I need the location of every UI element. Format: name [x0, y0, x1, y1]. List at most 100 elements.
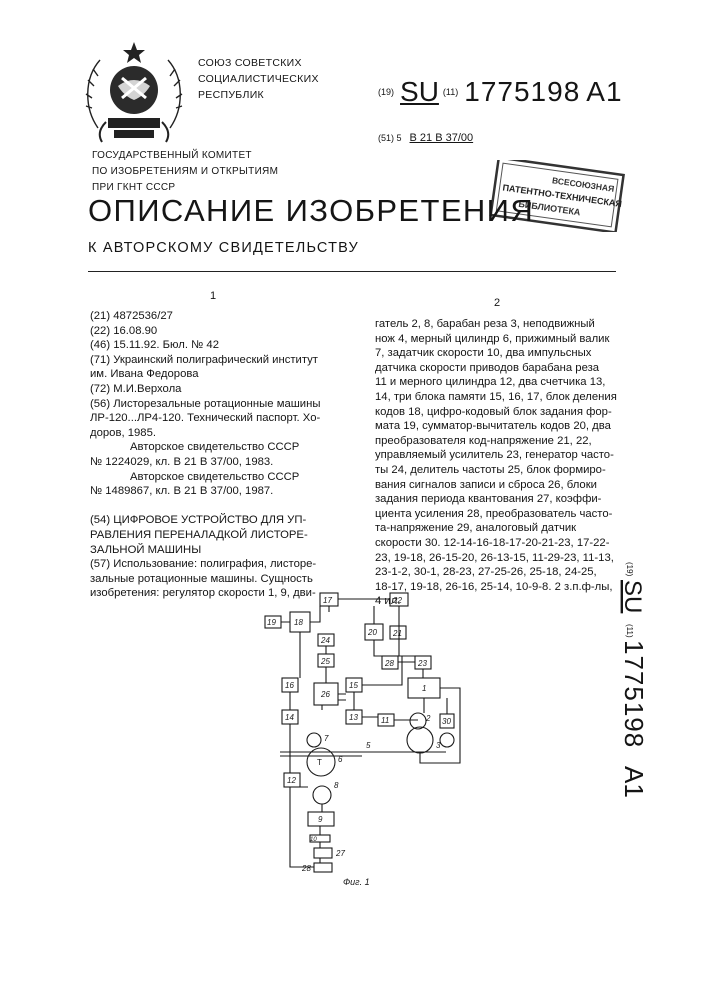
text-line: (71) Украинский полиграфический институт	[90, 353, 320, 368]
country-name: СОЮЗ СОВЕТСКИХ СОЦИАЛИСТИЧЕСКИХ РЕСПУБЛИ…	[198, 55, 319, 103]
diagram-label: 11	[381, 716, 389, 725]
text-line: кодов 18, цифро-кодовый блок задания фор…	[375, 405, 617, 420]
diagram-label: 26	[320, 690, 330, 699]
diagram-label: 1	[422, 684, 426, 693]
divider	[88, 271, 616, 272]
state-emblem-icon	[78, 38, 190, 150]
country-code-tag: (19)	[378, 87, 394, 97]
text-line: (54) ЦИФРОВОЕ УСТРОЙСТВО ДЛЯ УП-	[90, 513, 320, 528]
diagram-label: 20	[367, 628, 377, 637]
diagram-label: 28	[301, 864, 311, 873]
diagram-label: 5	[366, 741, 371, 750]
ipc-class: B 21 B 37/00	[410, 132, 474, 144]
document-title: ОПИСАНИЕ ИЗОБРЕТЕНИЯ	[88, 193, 534, 229]
diagram-label: 24	[320, 636, 330, 645]
diagram-label: 13	[349, 713, 358, 722]
text-line: Авторское свидетельство СССР	[90, 440, 320, 455]
committee-name: ГОСУДАРСТВЕННЫЙ КОМИТЕТ ПО ИЗОБРЕТЕНИЯМ …	[92, 148, 278, 196]
side-country: SU	[619, 580, 646, 613]
diagram-label: 30	[442, 717, 451, 726]
text-line: (46) 15.11.92. Бюл. № 42	[90, 338, 320, 353]
block-diagram: 17 22 19 18 20 21 24 28 23 25 1 16 26 15…	[262, 590, 472, 880]
text-line: вания сигналов записи и сброса 26, блоки	[375, 478, 617, 493]
diagram-label: 3	[436, 741, 441, 750]
text-line: ты 24, делитель частоты 25, блок формиро…	[375, 463, 617, 478]
text-line: доров, 1985.	[90, 426, 320, 441]
diagram-label: 22	[392, 596, 402, 605]
country-code: SU	[400, 76, 439, 107]
text-line: датчика скорости приводов барабана реза	[375, 361, 617, 376]
text-line: управляемый усилитель 23, генератор част…	[375, 448, 617, 463]
text-line: зальные ротационные машины. Сущность	[90, 572, 320, 587]
country-name-line: СОЮЗ СОВЕТСКИХ	[198, 55, 319, 71]
block-27	[314, 848, 332, 858]
text-line: нож 4, мерный цилиндр 6, прижимный валик	[375, 332, 617, 347]
diagram-label: 6	[338, 755, 343, 764]
side-tag: (19)	[625, 562, 634, 577]
ipc-tag: (51) 5	[378, 133, 402, 143]
text-line: 14, три блока памяти 15, 16, 17, блок де…	[375, 390, 617, 405]
country-name-line: СОЦИАЛИСТИЧЕСКИХ	[198, 71, 319, 87]
diagram-label: 14	[285, 713, 294, 722]
text-line: им. Ивана Федорова	[90, 367, 320, 382]
text-line: № 1224029, кл. В 21 В 37/00, 1983.	[90, 455, 320, 470]
diagram-label: 19	[267, 618, 276, 627]
text-line: ЗАЛЬНОЙ МАШИНЫ	[90, 543, 320, 558]
motor-8	[313, 786, 331, 804]
diagram-label: 21	[392, 629, 402, 638]
diagram-label: 25	[320, 657, 330, 666]
diagram-label: 2	[425, 714, 431, 723]
text-line: (56) Листорезальные ротационные машины	[90, 397, 320, 412]
text-line: (22) 16.08.90	[90, 324, 320, 339]
text-line: ЛР-120...ЛР4-120. Технический паспорт. Х…	[90, 411, 320, 426]
bibliographic-column: (21) 4872536/27 (22) 16.08.90 (46) 15.11…	[90, 309, 320, 601]
diagram-label: 27	[335, 849, 345, 858]
text-line	[90, 499, 320, 514]
diagram-label: 7	[324, 734, 329, 743]
text-line: циента усиления 28, преобразователь част…	[375, 507, 617, 522]
text-line: (21) 4872536/27	[90, 309, 320, 324]
number-tag: (11)	[443, 87, 458, 97]
text-line: № 1489867, кл. В 21 В 37/00, 1987.	[90, 484, 320, 499]
country-name-line: РЕСПУБЛИК	[198, 87, 319, 103]
ipc-classification: (51) 5 B 21 B 37/00	[378, 132, 473, 144]
text-line: задания периода квантования 27, коэффи-	[375, 492, 617, 507]
diagram-label: 18	[294, 618, 303, 627]
text-line: та-напряжение 29, аналоговый датчик	[375, 521, 617, 536]
sensor-30-motor	[440, 733, 454, 747]
document-subtitle: К АВТОРСКОМУ СВИДЕТЕЛЬСТВУ	[88, 240, 359, 256]
text-line: 11 и мерного цилиндра 12, два счетчика 1…	[375, 375, 617, 390]
side-kind: A1	[619, 766, 649, 798]
column-number: 2	[494, 297, 500, 309]
diagram-label: 16	[285, 681, 294, 690]
diagram-label: 15	[349, 681, 358, 690]
roller-7	[307, 733, 321, 747]
text-line: мата 19, сумматор-вычитатель кодов 20, д…	[375, 419, 617, 434]
patent-number: 1775198	[464, 76, 580, 107]
text-line: скорости 30. 12-14-16-18-17-20-21-23, 17…	[375, 536, 617, 551]
block-28b	[314, 863, 332, 872]
side-tag: (11)	[625, 624, 634, 638]
diagram-label: 12	[287, 776, 296, 785]
side-number: 1775198	[619, 640, 649, 748]
text-line: 23, 19-18, 26-15-20, 26-13-15, 11-29-23,…	[375, 551, 617, 566]
diagram-label: 10	[310, 837, 317, 843]
diagram-label: 23	[417, 659, 427, 668]
text-line: (57) Использование: полиграфия, листоре-	[90, 557, 320, 572]
text-line: гатель 2, 8, барабан реза 3, неподвижный	[375, 317, 617, 332]
column-number: 1	[210, 290, 216, 302]
diagram-label: 28	[384, 659, 394, 668]
text-line: (72) М.И.Верхола	[90, 382, 320, 397]
diagram-label: T	[317, 758, 322, 767]
text-line: 7, задатчик скорости 10, два импульсных	[375, 346, 617, 361]
kind-code: A1	[586, 76, 622, 107]
diagram-label: 9	[318, 815, 323, 824]
diagram-label: 8	[334, 781, 339, 790]
committee-line: ПО ИЗОБРЕТЕНИЯМ И ОТКРЫТИЯМ	[92, 164, 278, 180]
figure-caption: Фиг. 1	[343, 877, 370, 887]
abstract-column: гатель 2, 8, барабан реза 3, неподвижный…	[375, 317, 617, 609]
committee-line: ГОСУДАРСТВЕННЫЙ КОМИТЕТ	[92, 148, 278, 164]
drum-3	[407, 727, 433, 753]
publication-number: (19) SU (11) 1775198A1	[378, 76, 623, 108]
text-line: Авторское свидетельство СССР	[90, 470, 320, 485]
